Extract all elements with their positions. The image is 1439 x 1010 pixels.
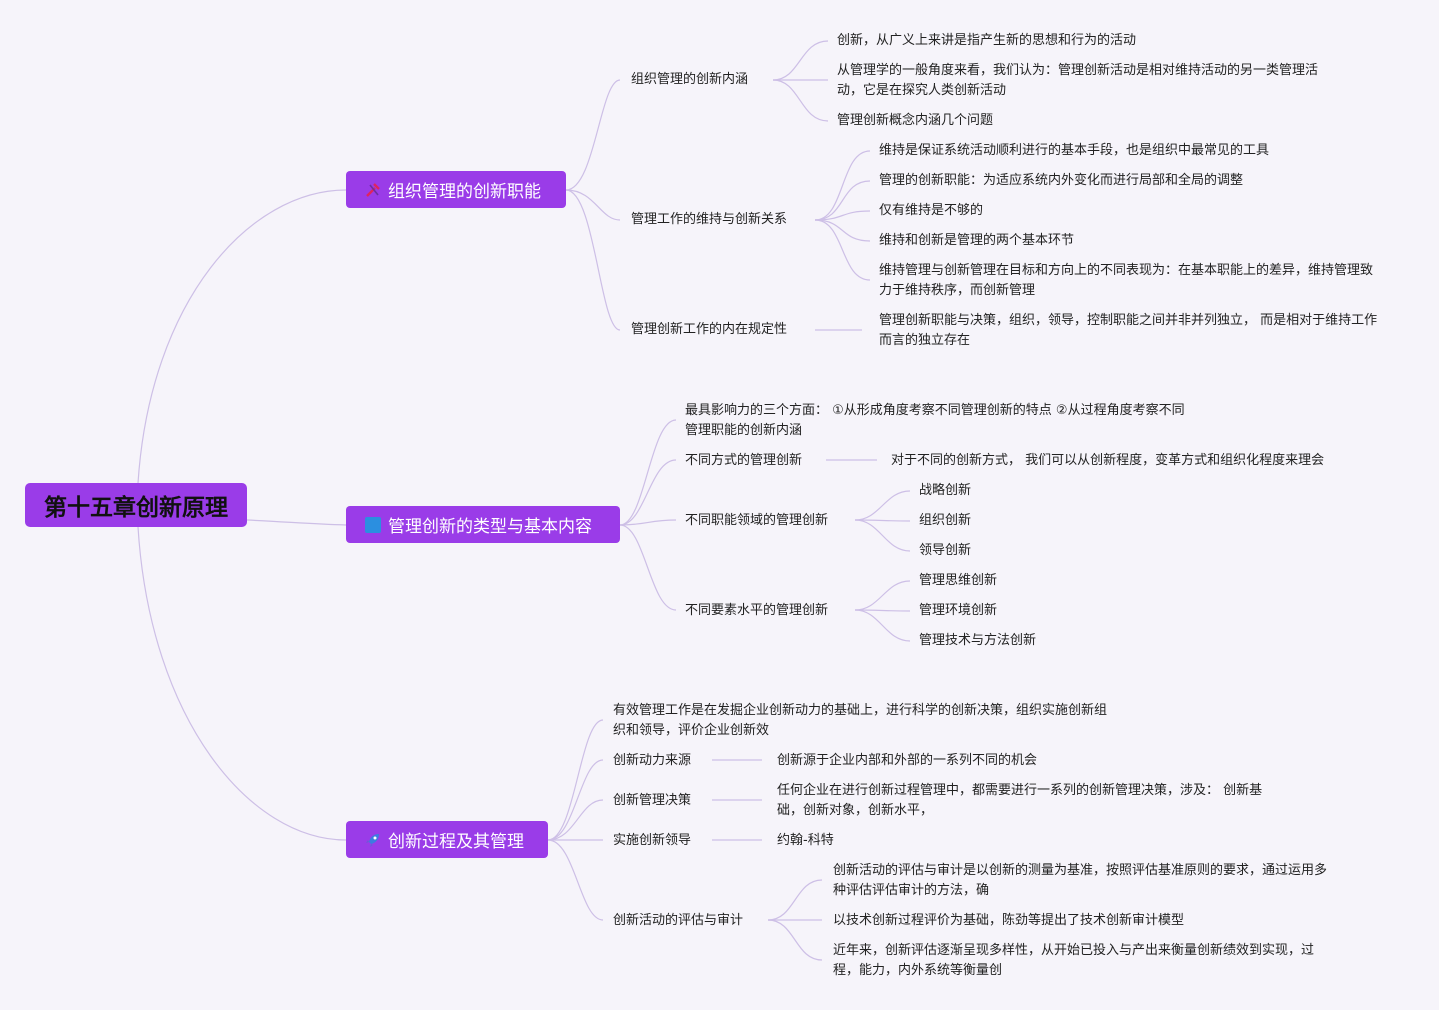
leaf-topic-label: 任何企业在进行创新过程管理中，都需要进行一系列的创新管理决策，涉及： 创新基础，…	[777, 783, 1263, 818]
subtopic-label: 创新动力来源	[613, 753, 692, 768]
leaf-topic-label: 从管理学的一般角度来看，我们认为：管理创新活动是相对维持活动的另一类管理活动，它…	[837, 63, 1319, 98]
rocket-icon	[366, 833, 379, 847]
subtopic[interactable]: 最具影响力的三个方面： ①从形成角度考察不同管理创新的特点 ②从过程角度考察不同…	[685, 401, 1185, 441]
leaf-topic-label: 管理思维创新	[919, 573, 998, 588]
subtopic[interactable]: 不同要素水平的管理创新	[685, 601, 828, 621]
leaf-topic[interactable]: 近年来，创新评估逐渐呈现多样性，从开始已投入与产出来衡量创新绩效到实现，过程，能…	[833, 941, 1323, 981]
leaf-topic[interactable]: 创新源于企业内部和外部的一系列不同的机会	[777, 751, 1037, 771]
subtopic-label: 最具影响力的三个方面： ①从形成角度考察不同管理创新的特点 ②从过程角度考察不同…	[685, 403, 1185, 438]
leaf-topic[interactable]: 维持管理与创新管理在目标和方向上的不同表现为：在基本职能上的差异，维持管理致力于…	[879, 261, 1379, 301]
subtopic[interactable]: 创新活动的评估与审计	[613, 911, 743, 931]
square-icon	[365, 516, 381, 533]
leaf-topic-label: 对于不同的创新方式， 我们可以从创新程度，变革方式和组织化程度来理会	[891, 453, 1325, 468]
leaf-topic[interactable]: 从管理学的一般角度来看，我们认为：管理创新活动是相对维持活动的另一类管理活动，它…	[837, 61, 1337, 101]
leaf-topic-label: 管理技术与方法创新	[919, 633, 1037, 648]
leaf-topic[interactable]: 维持和创新是管理的两个基本环节	[879, 231, 1074, 251]
branch-topic-label: 管理创新的类型与基本内容	[388, 517, 592, 537]
leaf-topic-label: 管理创新概念内涵几个问题	[837, 113, 994, 128]
branch-topic-2[interactable]: 管理创新的类型与基本内容	[346, 506, 620, 543]
leaf-topic[interactable]: 约翰-科特	[777, 831, 834, 851]
subtopic[interactable]: 有效管理工作是在发掘企业创新动力的基础上，进行科学的创新决策，组织实施创新组织和…	[613, 701, 1113, 741]
subtopic-label: 不同要素水平的管理创新	[685, 603, 829, 618]
branch-topic-label: 组织管理的创新职能	[388, 182, 541, 202]
leaf-topic[interactable]: 管理创新概念内涵几个问题	[837, 111, 993, 131]
subtopic[interactable]: 组织管理的创新内涵	[631, 70, 748, 90]
subtopic-label: 有效管理工作是在发掘企业创新动力的基础上，进行科学的创新决策，组织实施创新组织和…	[613, 703, 1108, 738]
subtopic-label: 实施创新领导	[613, 833, 692, 848]
branch-topic-3[interactable]: 创新过程及其管理	[346, 821, 548, 858]
leaf-topic[interactable]: 任何企业在进行创新过程管理中，都需要进行一系列的创新管理决策，涉及： 创新基础，…	[777, 781, 1277, 821]
leaf-topic[interactable]: 创新活动的评估与审计是以创新的测量为基准，按照评估基准原则的要求，通过运用多种评…	[833, 861, 1333, 901]
subtopic-label: 管理工作的维持与创新关系	[631, 212, 788, 227]
leaf-topic[interactable]: 创新，从广义上来讲是指产生新的思想和行为的活动	[837, 31, 1136, 51]
tools-icon	[366, 182, 380, 197]
leaf-topic[interactable]: 管理创新职能与决策，组织，领导，控制职能之间并非并列独立， 而是相对于维持工作而…	[879, 311, 1379, 351]
leaf-topic-label: 维持管理与创新管理在目标和方向上的不同表现为：在基本职能上的差异，维持管理致力于…	[879, 263, 1374, 298]
branch-topic-label: 创新过程及其管理	[388, 832, 524, 852]
leaf-topic[interactable]: 管理的创新职能：为适应系统内外变化而进行局部和全局的调整	[879, 171, 1243, 191]
leaf-topic-label: 创新，从广义上来讲是指产生新的思想和行为的活动	[837, 33, 1137, 48]
root-topic[interactable]: 第十五章创新原理	[25, 483, 247, 527]
leaf-topic[interactable]: 管理技术与方法创新	[919, 631, 1036, 651]
subtopic[interactable]: 不同方式的管理创新	[685, 451, 802, 471]
branch-topic-1[interactable]: 组织管理的创新职能	[346, 171, 566, 208]
leaf-topic[interactable]: 管理环境创新	[919, 601, 997, 621]
leaf-topic[interactable]: 管理思维创新	[919, 571, 997, 591]
leaf-topic[interactable]: 战略创新	[919, 481, 971, 501]
subtopic[interactable]: 不同职能领域的管理创新	[685, 511, 828, 531]
leaf-topic-label: 近年来，创新评估逐渐呈现多样性，从开始已投入与产出来衡量创新绩效到实现，过程，能…	[833, 943, 1315, 978]
subtopic-label: 管理创新工作的内在规定性	[631, 322, 788, 337]
leaf-topic-label: 仅有维持是不够的	[879, 203, 984, 218]
leaf-topic[interactable]: 领导创新	[919, 541, 971, 561]
leaf-topic-label: 领导创新	[919, 543, 972, 558]
leaf-topic-label: 战略创新	[919, 483, 972, 498]
leaf-topic[interactable]: 仅有维持是不够的	[879, 201, 983, 221]
subtopic[interactable]: 管理创新工作的内在规定性	[631, 320, 787, 340]
subtopic-label: 不同职能领域的管理创新	[685, 513, 829, 528]
leaf-topic-label: 维持是保证系统活动顺利进行的基本手段，也是组织中最常见的工具	[879, 143, 1270, 158]
leaf-topic-label: 创新源于企业内部和外部的一系列不同的机会	[777, 753, 1038, 768]
leaf-topic-label: 管理环境创新	[919, 603, 998, 618]
root-topic-label: 第十五章创新原理	[44, 495, 228, 521]
leaf-topic-label: 约翰-科特	[777, 833, 834, 848]
subtopic-label: 不同方式的管理创新	[685, 453, 803, 468]
subtopic[interactable]: 管理工作的维持与创新关系	[631, 210, 787, 230]
leaf-topic[interactable]: 维持是保证系统活动顺利进行的基本手段，也是组织中最常见的工具	[879, 141, 1269, 161]
leaf-topic-label: 组织创新	[919, 513, 972, 528]
subtopic-label: 组织管理的创新内涵	[631, 72, 749, 87]
leaf-topic[interactable]: 以技术创新过程评价为基础，陈劲等提出了技术创新审计模型	[833, 911, 1184, 931]
leaf-topic[interactable]: 组织创新	[919, 511, 971, 531]
leaf-topic-label: 管理创新职能与决策，组织，领导，控制职能之间并非并列独立， 而是相对于维持工作而…	[879, 313, 1378, 348]
subtopic[interactable]: 创新动力来源	[613, 751, 691, 771]
subtopic[interactable]: 实施创新领导	[613, 831, 691, 851]
subtopic-label: 创新活动的评估与审计	[613, 913, 744, 928]
leaf-topic-label: 以技术创新过程评价为基础，陈劲等提出了技术创新审计模型	[833, 913, 1185, 928]
leaf-topic[interactable]: 对于不同的创新方式， 我们可以从创新程度，变革方式和组织化程度来理会	[891, 451, 1324, 471]
leaf-topic-label: 创新活动的评估与审计是以创新的测量为基准，按照评估基准原则的要求，通过运用多种评…	[833, 863, 1328, 898]
subtopic[interactable]: 创新管理决策	[613, 791, 691, 811]
subtopic-label: 创新管理决策	[613, 793, 692, 808]
leaf-topic-label: 管理的创新职能：为适应系统内外变化而进行局部和全局的调整	[879, 173, 1244, 188]
leaf-topic-label: 维持和创新是管理的两个基本环节	[879, 233, 1075, 248]
